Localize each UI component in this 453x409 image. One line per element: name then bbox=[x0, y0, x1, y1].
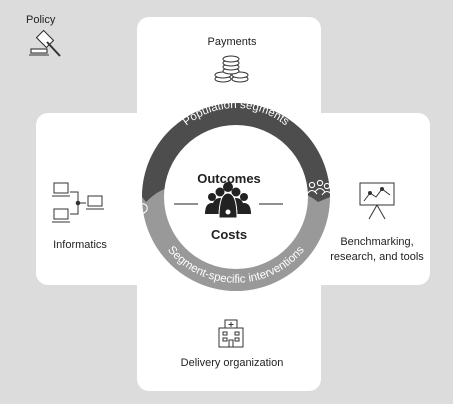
payments-label: Payments bbox=[208, 36, 257, 48]
pill-capsule-icon bbox=[128, 203, 148, 220]
computer-network-icon bbox=[52, 182, 104, 223]
policy-label: Policy bbox=[26, 14, 56, 26]
community-people-icon bbox=[205, 182, 251, 219]
outcomes-title: Outcomes bbox=[197, 171, 261, 186]
hospital-building-icon bbox=[218, 319, 244, 348]
outcomes-ring bbox=[142, 103, 330, 291]
benchmarking-label-line1: Benchmarking, bbox=[340, 236, 413, 248]
presentation-chart-icon bbox=[359, 182, 395, 220]
informatics-label: Informatics bbox=[53, 239, 107, 251]
people-group-icon bbox=[306, 179, 333, 196]
costs-subtitle: Costs bbox=[211, 227, 247, 242]
delivery-organization-label: Delivery organization bbox=[181, 357, 284, 369]
ring-center bbox=[164, 125, 308, 269]
benchmarking-label-line2: research, and tools bbox=[330, 251, 424, 263]
gavel-icon bbox=[29, 29, 61, 57]
coins-stack-icon bbox=[214, 55, 249, 83]
